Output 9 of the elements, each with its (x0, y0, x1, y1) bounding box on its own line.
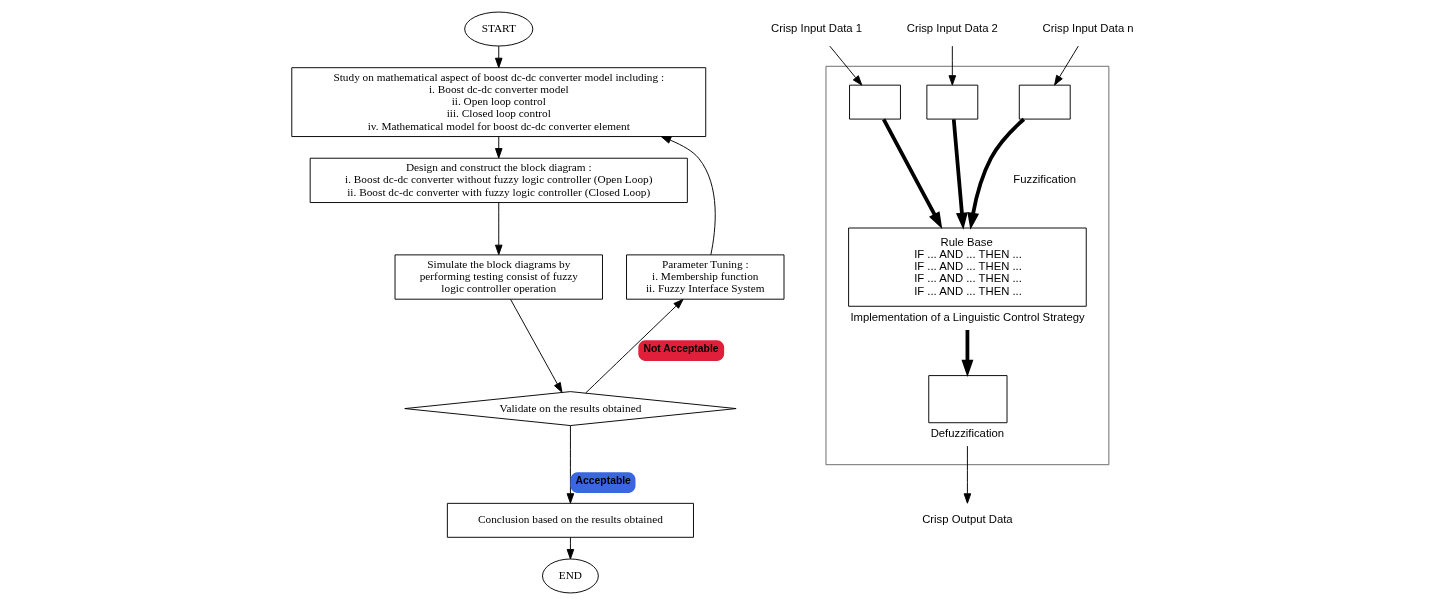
node-text: Crisp Input Data 2 (906, 21, 998, 34)
edge-label: Acceptable (575, 475, 631, 487)
node-label: Implementation of a Linguistic Control Strategy (849, 310, 1085, 323)
edge-label: Not Acceptable (643, 343, 719, 355)
label: Fuzzification (1012, 173, 1076, 186)
node-text: Crisp Input Data 1 (770, 21, 862, 34)
node-text: Crisp Input Data n (1042, 21, 1134, 34)
node-text: Crisp Output Data (921, 513, 1013, 526)
node-label: Defuzzification (930, 427, 1004, 440)
